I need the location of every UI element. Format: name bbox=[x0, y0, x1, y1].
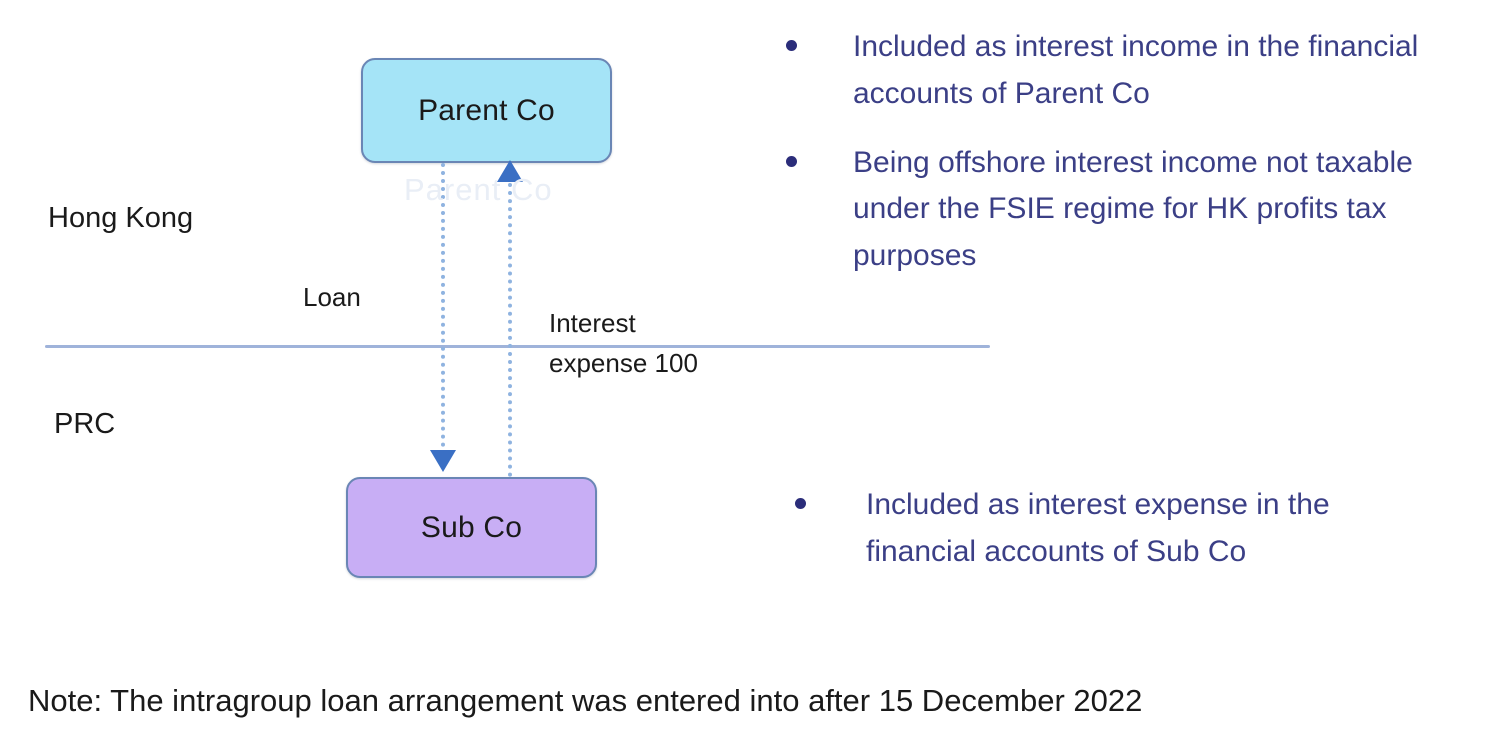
interest-arrow-up-icon bbox=[497, 160, 523, 182]
bullet-dot-icon bbox=[795, 498, 806, 509]
loan-connector-line bbox=[441, 163, 445, 455]
region-label-hong-kong: Hong Kong bbox=[48, 202, 194, 234]
flow-label-interest-line2: expense 100 bbox=[549, 347, 698, 378]
loan-arrow-down-icon bbox=[430, 450, 456, 472]
flow-label-loan: Loan bbox=[303, 282, 361, 312]
bullet-text: Included as interest income in the finan… bbox=[853, 30, 1419, 110]
bullet-text: Included as interest expense in the fina… bbox=[866, 488, 1330, 568]
footer-note: Note: The intragroup loan arrangement wa… bbox=[28, 683, 1143, 718]
ghost-watermark-artifact: Parent Co bbox=[404, 172, 553, 207]
region-label-prc: PRC bbox=[54, 408, 116, 440]
bullet-text: Being offshore interest income not taxab… bbox=[853, 145, 1413, 273]
flow-label-interest-line1: Interest bbox=[549, 308, 636, 338]
list-item: Included as interest income in the finan… bbox=[786, 24, 1476, 118]
bullet-dot-icon bbox=[786, 155, 797, 167]
entity-label-parent-co: Parent Co bbox=[418, 93, 555, 127]
list-item: Included as interest expense in the fina… bbox=[795, 482, 1435, 576]
entity-box-sub-co[interactable]: Sub Co bbox=[346, 477, 597, 578]
list-item: Being offshore interest income not taxab… bbox=[786, 140, 1476, 280]
bullet-list-sub-co: Included as interest expense in the fina… bbox=[795, 482, 1435, 598]
jurisdiction-divider-line bbox=[45, 345, 990, 348]
bullet-list-parent-co: Included as interest income in the finan… bbox=[786, 24, 1476, 302]
interest-connector-line bbox=[508, 183, 512, 477]
entity-box-parent-co[interactable]: Parent Co bbox=[361, 58, 612, 163]
entity-label-sub-co: Sub Co bbox=[420, 510, 523, 544]
flow-label-interest: Interest expense 100 bbox=[549, 304, 698, 383]
bullet-dot-icon bbox=[786, 40, 797, 51]
